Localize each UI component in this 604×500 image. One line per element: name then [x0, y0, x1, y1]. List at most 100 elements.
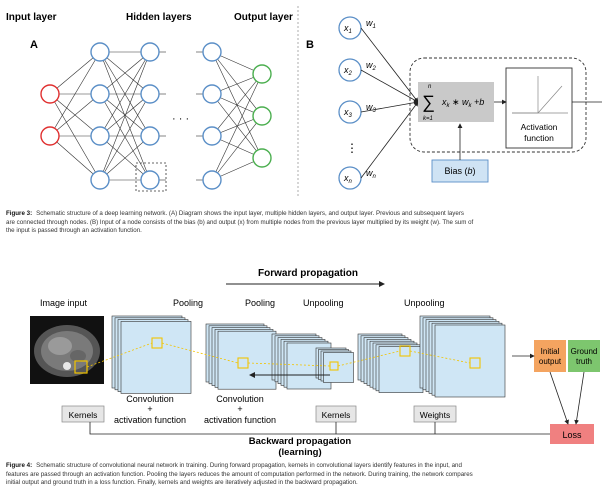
output-node [252, 106, 272, 126]
input-node [40, 84, 60, 104]
kernels-box-left [61, 405, 105, 423]
figure3-caption-line2: are connected through nodes. (B) Input o… [6, 218, 474, 226]
input-arrow [360, 69, 419, 103]
input-dots: ⋮ [346, 141, 358, 155]
hidden-node [202, 126, 222, 146]
loss-box [550, 424, 594, 444]
figure4-caption-label: Figure 4: [6, 462, 33, 469]
relu-plot-icon [512, 76, 568, 114]
sum-expression: xk ∗ wk +b [441, 97, 484, 109]
pooling-label-2: Pooling [245, 298, 275, 308]
nn-edge [49, 93, 101, 181]
nn-nodes [40, 42, 272, 190]
input-label-xn: xn [343, 173, 353, 185]
panel-b-letter: B [306, 39, 314, 51]
output-layer-label: Output layer [234, 12, 293, 23]
activation-label-1: activation function [114, 415, 186, 425]
unpooling-label-1: Unpooling [303, 298, 344, 308]
weight-label-wn: wn [366, 168, 377, 180]
hidden-node [90, 126, 110, 146]
activation-plus-1: + [147, 404, 152, 414]
input-label-x2: x2 [343, 65, 353, 77]
weights-label: Weights [420, 410, 451, 420]
nn-connections [49, 51, 263, 181]
sum-lower-limit: k=1 [423, 116, 433, 122]
sum-upper-limit: n [428, 84, 432, 90]
weight-label-w2: w2 [366, 60, 377, 72]
nn-edge [49, 93, 101, 137]
nn-edge [99, 51, 151, 181]
truth-to-loss-arrow [574, 371, 585, 425]
input-node-x3 [338, 100, 362, 124]
backward-propagation-label: Backward propagation [249, 436, 352, 447]
ground-truth-label-2: truth [576, 357, 592, 366]
nn-edge [99, 51, 151, 137]
feature-link [247, 362, 331, 367]
backward-propagation-lines [89, 422, 550, 435]
unpooling-label-2: Unpooling [404, 298, 445, 308]
image-input-label: Image input [40, 298, 88, 308]
hidden-layers-label: Hidden layers [126, 12, 192, 23]
feature-map [120, 321, 192, 394]
nn-edge [99, 93, 151, 137]
output-node [252, 64, 272, 84]
hidden-node [202, 84, 222, 104]
summation-box [418, 82, 494, 122]
output-node [252, 148, 272, 168]
hidden-node [140, 170, 160, 190]
weight-label-w3: w3 [366, 102, 377, 114]
convolution-label-1: Convolution [126, 394, 174, 404]
output-to-loss-arrow [549, 371, 569, 425]
input-arrow [360, 100, 419, 113]
activation-label-2: function [524, 133, 554, 143]
sum-symbol: ∑ [422, 92, 435, 112]
feature-link [337, 350, 401, 367]
hidden-node [202, 170, 222, 190]
feature-connections [86, 342, 471, 368]
loss-label: Loss [562, 430, 582, 440]
nn-edge [99, 135, 151, 181]
bias-label: Bias (b) [444, 166, 475, 176]
weight-label-w1: w1 [366, 18, 376, 30]
figure3-caption-label: Figure 3: [6, 210, 33, 217]
kernels-label-mid: Kernels [322, 410, 351, 420]
highlighted-node-box [135, 162, 167, 192]
hidden-node [90, 84, 110, 104]
hidden-node [90, 42, 110, 62]
nn-edge [49, 51, 101, 137]
feature-map-stacks [111, 315, 506, 398]
feature-link [161, 342, 239, 364]
feature-map [217, 330, 277, 390]
nn-edge [211, 73, 263, 137]
convolution-label-2: Convolution [216, 394, 264, 404]
kernels-label-left: Kernels [69, 410, 98, 420]
hidden-node [140, 42, 160, 62]
input-arrow [360, 101, 419, 179]
nn-edge [99, 93, 151, 181]
input-arrow [360, 27, 419, 103]
input-node [40, 126, 60, 146]
input-layer-label: Input layer [6, 12, 57, 23]
feature-map [378, 346, 424, 393]
ct-scan-image [30, 316, 104, 384]
nn-edge [49, 51, 101, 95]
input-label-x1: x1 [343, 23, 352, 35]
nn-edge [211, 73, 263, 181]
activation-plus-2: + [237, 404, 242, 414]
hidden-node [140, 84, 160, 104]
input-node-x1 [338, 16, 362, 40]
initial-output-box [534, 340, 566, 372]
forward-propagation-label: Forward propagation [258, 268, 358, 279]
hidden-node [140, 126, 160, 146]
neuron-outline [409, 57, 587, 153]
backward-propagation-sublabel: (learning) [278, 447, 321, 458]
hidden-ellipsis: · · · [172, 113, 189, 125]
pooling-label-1: Pooling [173, 298, 203, 308]
hidden-node [202, 42, 222, 62]
ground-truth-box [568, 340, 600, 372]
figure4-caption: Figure 4:Schematic structure of convolut… [6, 462, 598, 488]
feature-link [86, 342, 153, 368]
figure3-caption-line3: the input is passed through an activatio… [6, 227, 142, 235]
figure4-caption-line3: initial output and ground truth in a los… [6, 479, 358, 487]
